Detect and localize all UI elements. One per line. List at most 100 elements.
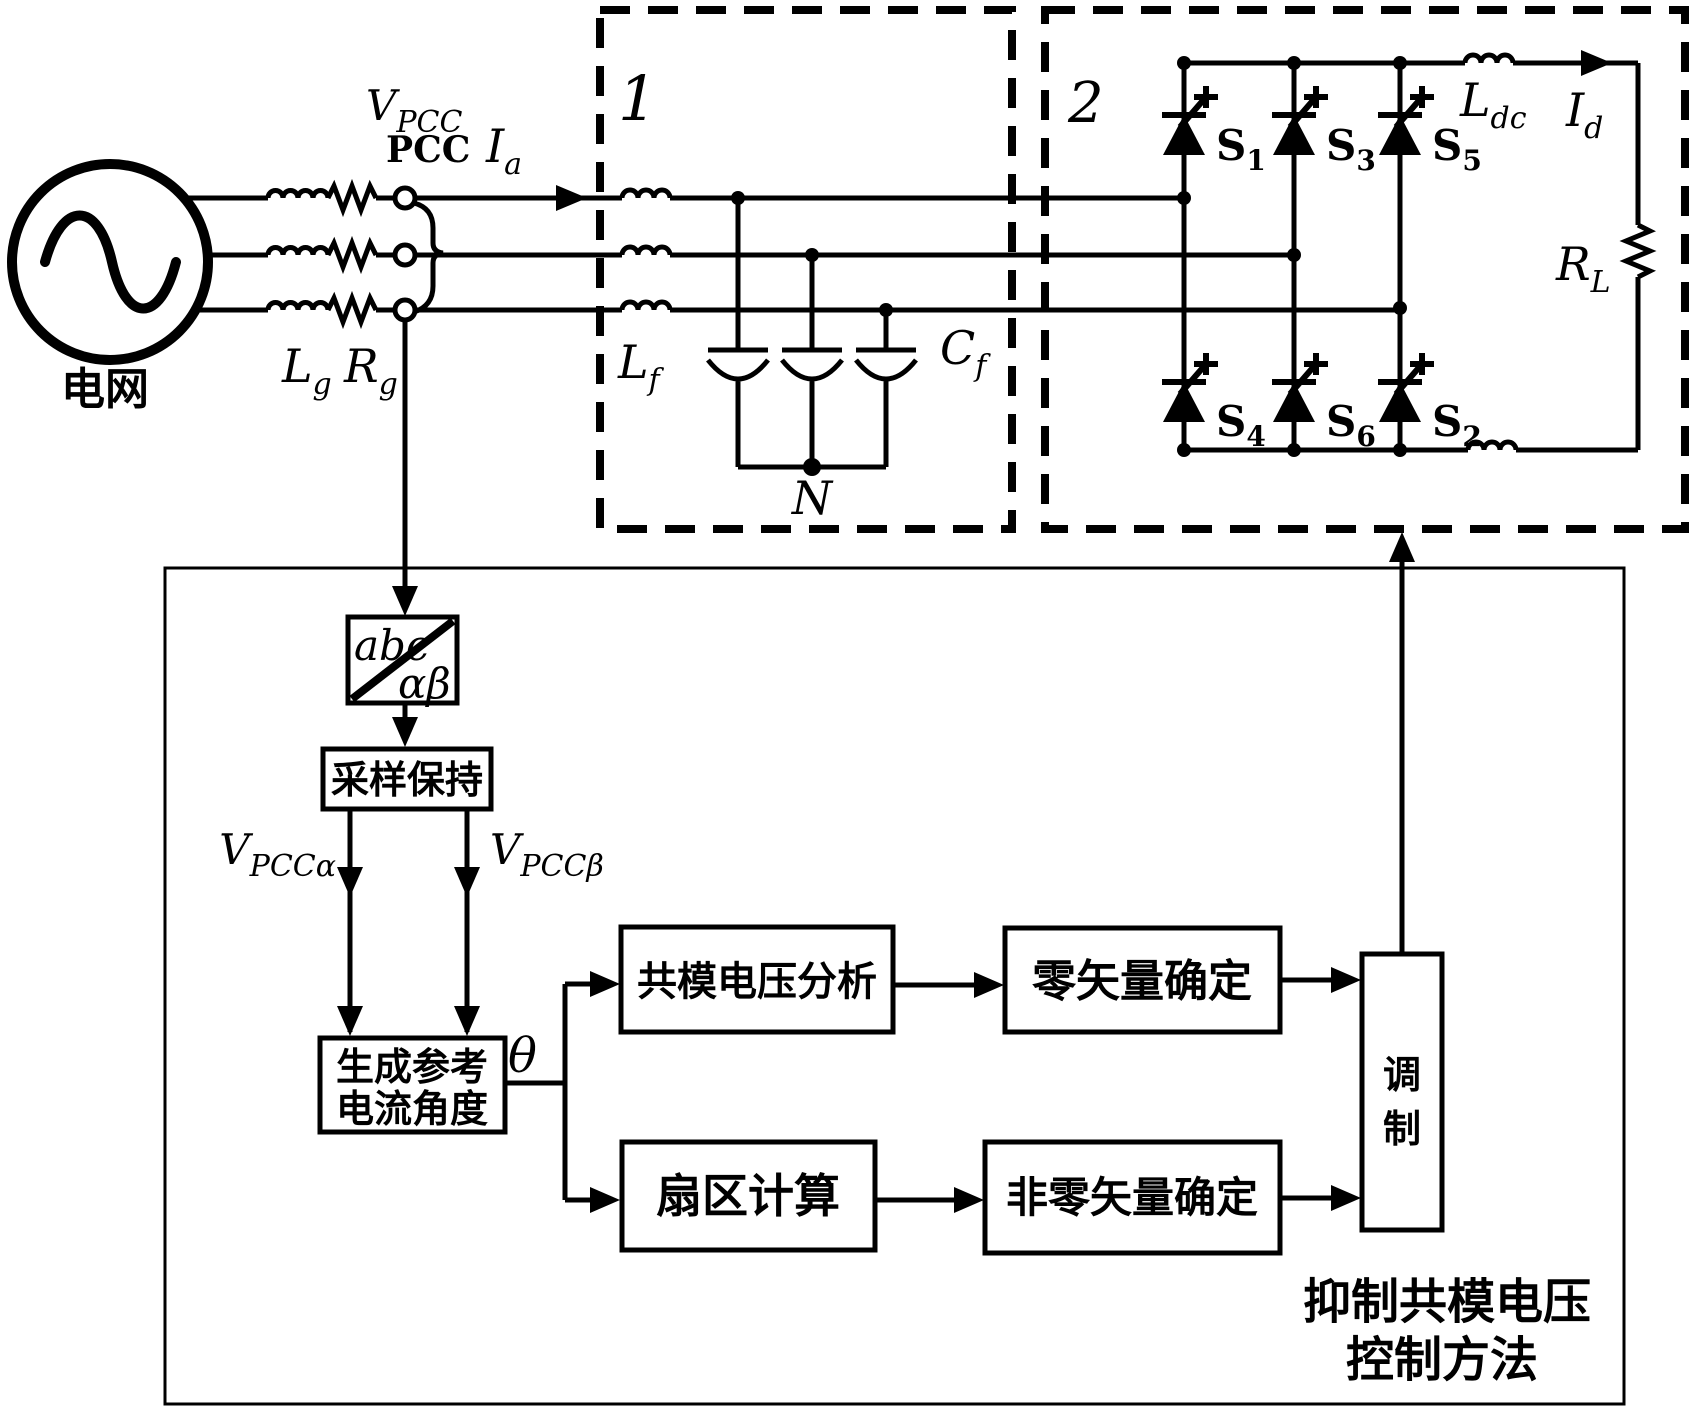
junction-dot	[1393, 56, 1407, 70]
down-arrow-icon	[392, 586, 418, 616]
down-arrow-icon	[337, 1006, 363, 1036]
cmv-analysis-block: 共模电压分析	[618, 924, 896, 1035]
zero-vector-block: 零矢量确定	[1002, 925, 1283, 1035]
thyristor-triangle-icon	[1163, 115, 1205, 155]
modulation-box	[1359, 951, 1445, 1233]
rl-label: RL	[1555, 237, 1611, 300]
transform-diagonal-icon	[349, 617, 456, 703]
s5-label: S5	[1432, 121, 1482, 177]
rg-resistor-zigzags	[325, 178, 379, 330]
thyristor-triangle-icon	[1379, 382, 1421, 422]
abc-alphabeta-block: abc αβ	[345, 614, 460, 708]
pcc-terminal-c	[392, 297, 418, 323]
ac-source: 电网	[7, 159, 213, 414]
right-arrow-icon	[590, 971, 620, 997]
junction-dot	[1393, 443, 1407, 457]
thyristor-s2	[1378, 353, 1434, 422]
sector-calc-block: 扇区计算	[619, 1139, 878, 1253]
grid-impedance-network: Lg Rg	[187, 178, 398, 402]
sector-calc-label: 扇区计算	[656, 1170, 840, 1222]
pcc-terminal-b	[392, 242, 418, 268]
id-arrow-icon	[1581, 50, 1612, 76]
pcc-terminal-a	[392, 185, 418, 211]
grid-label: 电网	[61, 365, 149, 414]
lg-label: Lg	[281, 339, 332, 402]
s3-label: S3	[1326, 121, 1376, 177]
thyristor-triangle-icon	[1273, 115, 1315, 155]
junction-dot	[1177, 443, 1191, 457]
up-arrow-icon	[1389, 532, 1415, 562]
junction-dot	[879, 303, 893, 317]
transform-top-label: abc	[354, 621, 429, 670]
filter-dashed-box	[596, 6, 1016, 533]
thyristor-gate-icon	[1162, 86, 1218, 129]
phase-wires-filter-side: Ia	[415, 119, 1400, 313]
thyristor-gate-icon	[1162, 353, 1218, 396]
ldc-inductor-coil	[1462, 52, 1516, 64]
cf-capacitors	[706, 198, 918, 470]
v-pcc-label: VPCC	[366, 81, 462, 140]
thyristor-gate-icon	[1378, 86, 1434, 129]
filter-section: 1 Lf Cf N	[596, 6, 1016, 533]
s2-label: S2	[1432, 397, 1482, 453]
thyristor-gate-icon	[1378, 353, 1434, 396]
junction-dot	[1393, 301, 1407, 315]
cmv-analysis-label: 共模电压分析	[637, 960, 877, 1004]
down-arrow-icon	[392, 717, 418, 747]
right-arrow-icon	[974, 972, 1004, 998]
dc-return-inductor-coil	[1465, 439, 1519, 451]
lf-label: Lf	[617, 335, 665, 398]
ia-arrow-icon	[556, 185, 587, 211]
box2-label: 2	[1067, 71, 1104, 136]
sample-hold-label: 采样保持	[331, 760, 483, 802]
s1-label: S1	[1216, 121, 1266, 177]
cmv-analysis-box	[618, 924, 896, 1035]
thyristor-gate-icon	[1272, 86, 1328, 129]
v-pcc-alpha-label: VPCCα	[219, 825, 336, 884]
right-arrow-icon	[954, 1187, 984, 1213]
ac-source-circle-icon	[7, 159, 213, 365]
cf-label: Cf	[940, 321, 991, 384]
rg-label: Rg	[343, 339, 398, 402]
junction-dot	[805, 248, 819, 262]
down-arrow-icon	[454, 867, 480, 897]
sector-calc-box	[619, 1139, 878, 1253]
thyristor-gate-icon	[1272, 353, 1328, 396]
ia-label: Ia	[485, 119, 522, 182]
neutral-junction-dot	[803, 458, 821, 476]
thyristor-triangle-icon	[1273, 382, 1315, 422]
down-arrow-icon	[337, 867, 363, 897]
id-label: Id	[1565, 83, 1603, 146]
ref-angle-box	[317, 1035, 508, 1135]
phase-wires-source-side	[187, 195, 395, 313]
junction-dot	[731, 191, 745, 205]
junction-dot	[1177, 191, 1191, 205]
sample-hold-block: 采样保持	[320, 746, 494, 812]
box1-label: 1	[618, 62, 657, 135]
theta-branch-lines	[505, 981, 612, 1203]
junction-dot	[1287, 443, 1301, 457]
v-pcc-beta-label: VPCCβ	[490, 825, 604, 884]
nonzero-vector-block: 非零矢量确定	[982, 1139, 1283, 1256]
right-arrow-icon	[590, 1187, 620, 1213]
right-arrow-icon	[1331, 967, 1361, 993]
pcc-label: PCC	[386, 129, 470, 171]
theta-label: θ	[508, 1028, 537, 1084]
nonzero-vector-box	[982, 1139, 1283, 1256]
ref-angle-label-line1: 生成参考	[336, 1047, 488, 1089]
neutral-label: N	[791, 471, 834, 525]
sample-hold-box	[320, 746, 494, 812]
sine-wave-icon	[40, 210, 181, 314]
alpha-beta-signal-lines	[347, 809, 470, 1032]
lf-inductor-coils	[619, 187, 673, 311]
junction-dot	[1177, 56, 1191, 70]
right-arrow-icon	[1331, 1185, 1361, 1211]
ldc-label: Ldc	[1459, 73, 1527, 136]
thyristor-s5	[1378, 86, 1434, 155]
zero-vector-label: 零矢量确定	[1032, 957, 1252, 1006]
ref-angle-label-line2: 电流角度	[336, 1089, 488, 1131]
thyristor-s4	[1162, 353, 1218, 422]
transform-bottom-label: αβ	[398, 659, 451, 708]
